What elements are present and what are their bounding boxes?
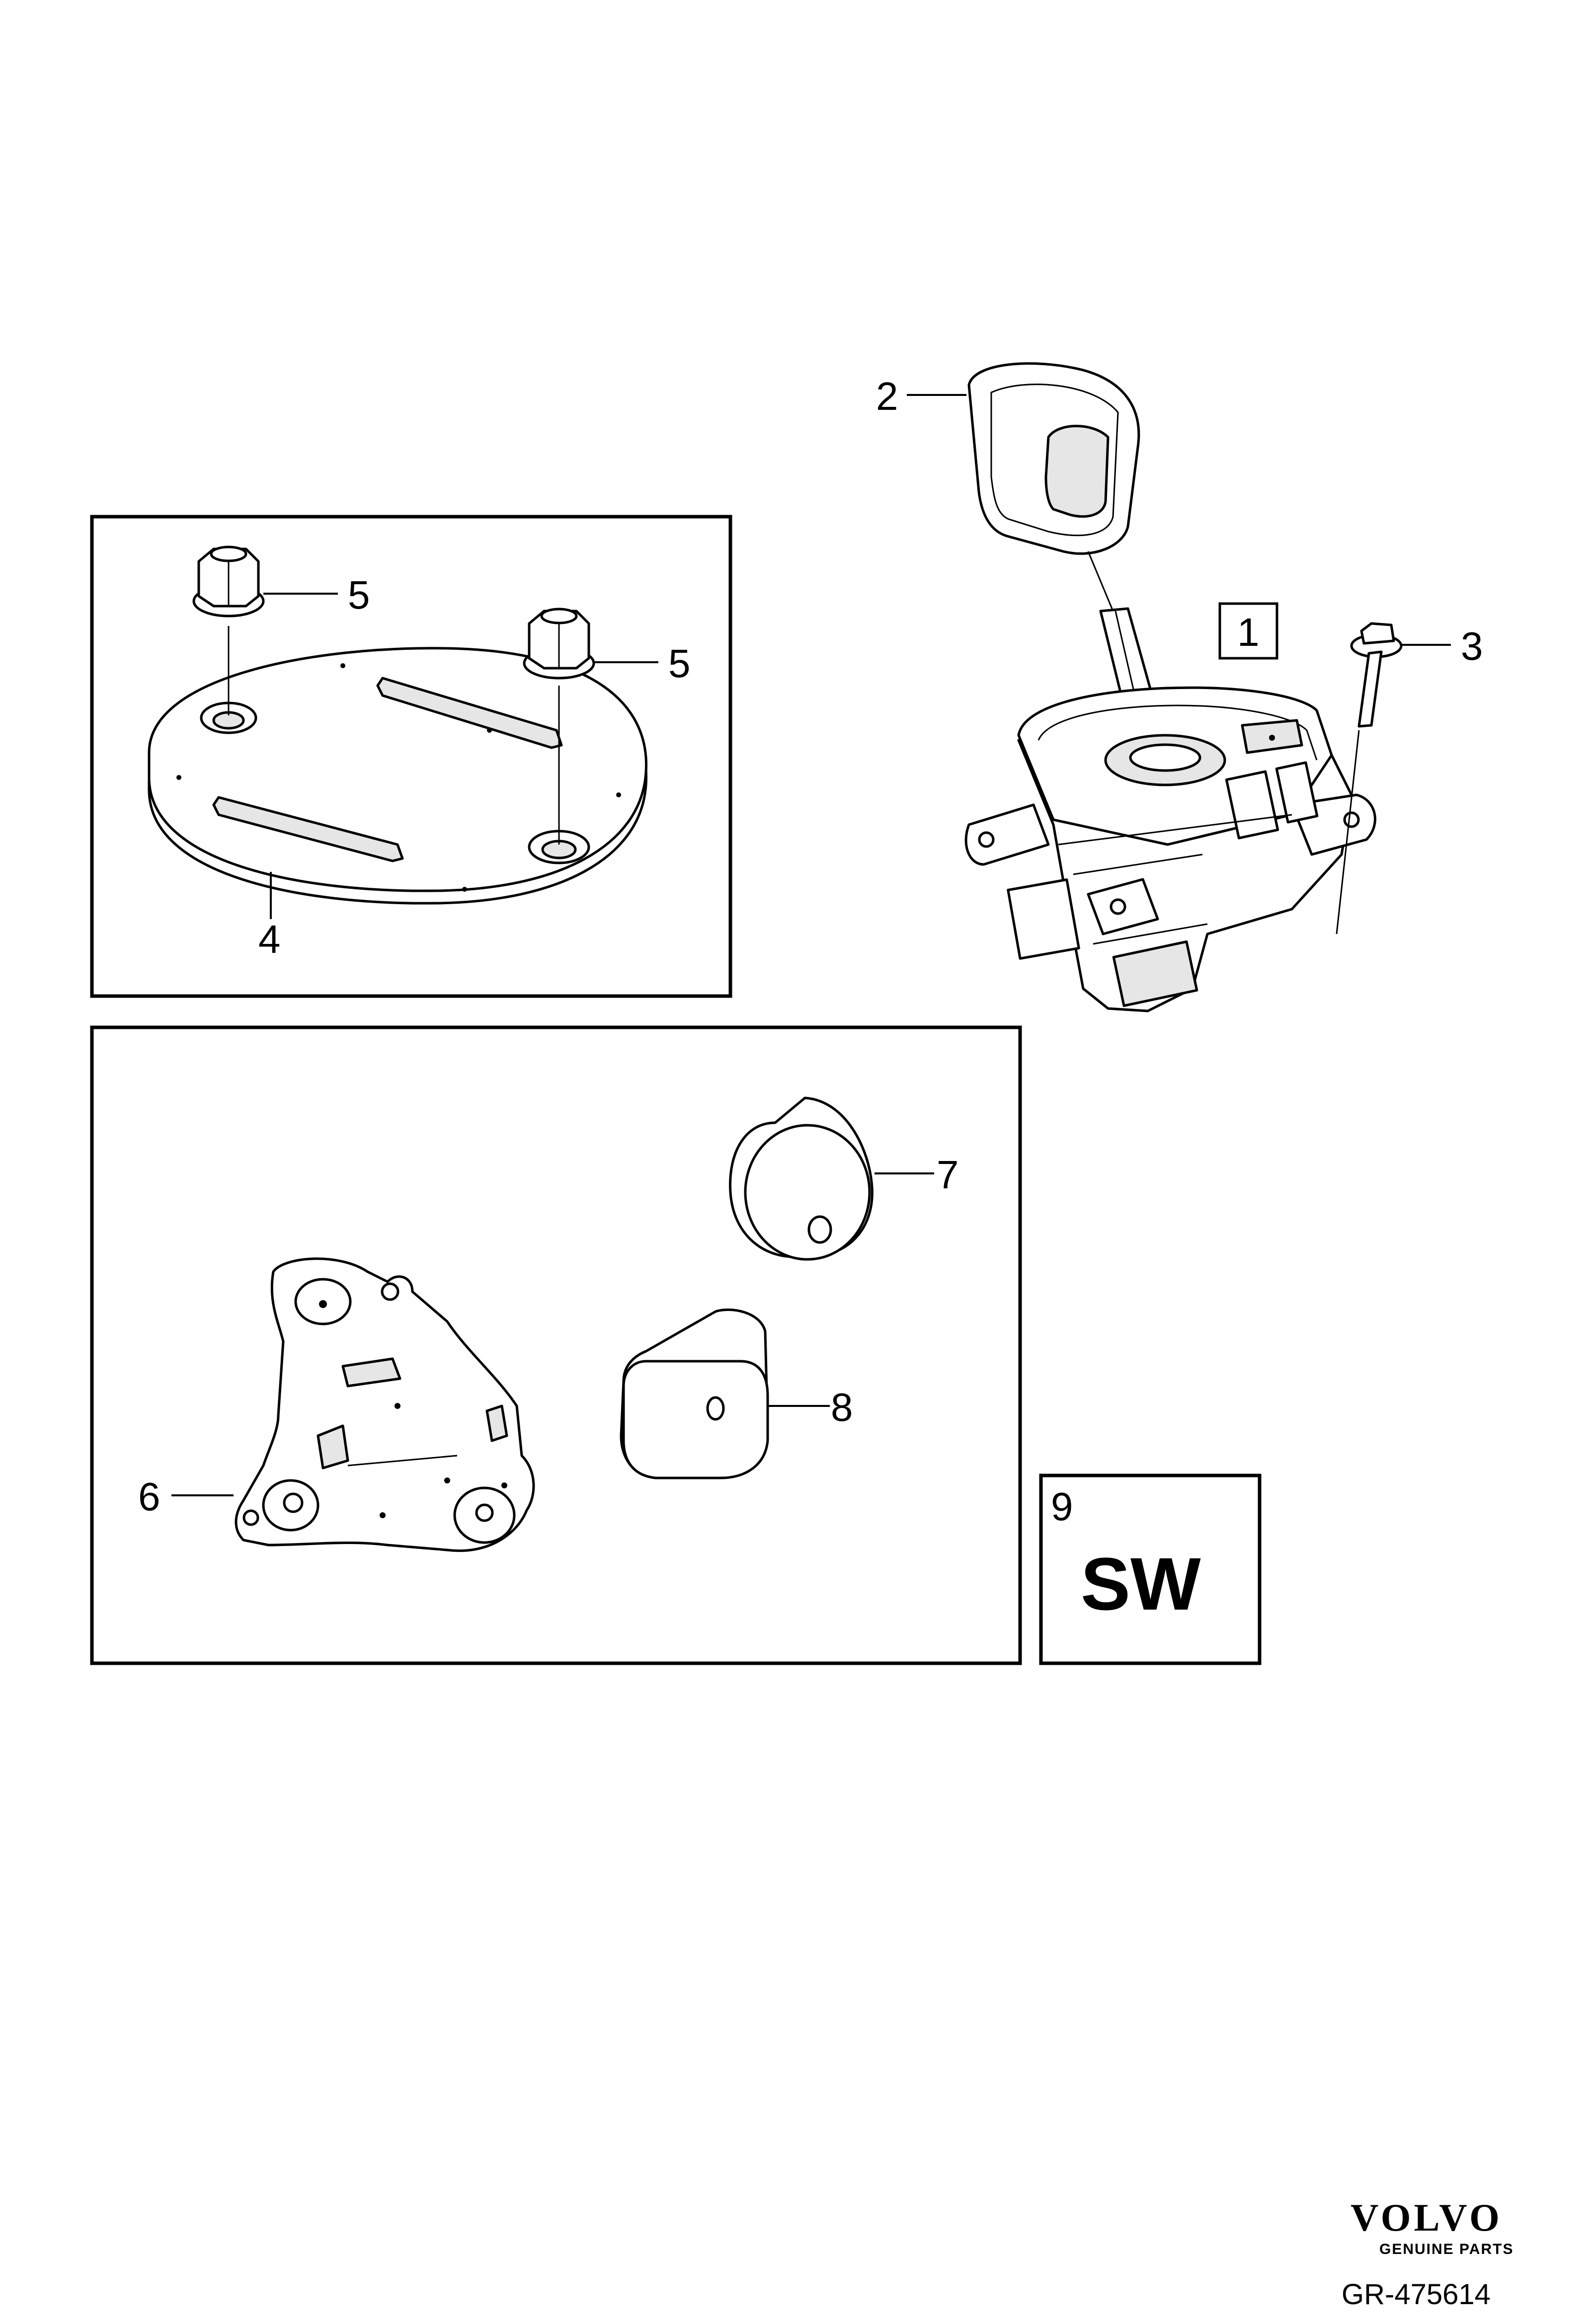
flange-nut-upper-right (523, 608, 595, 680)
callout-4: 4 (258, 917, 281, 961)
callout-3: 3 (1461, 624, 1483, 668)
cover-plate-illustration (148, 626, 648, 905)
callout-1: 1 (1237, 610, 1260, 654)
damper-block-illustration (620, 1308, 769, 1479)
callout-6: 6 (138, 1474, 160, 1519)
bracket-box (90, 1025, 1022, 1665)
cover-plate-box (90, 515, 732, 998)
flange-nut-upper-left (192, 545, 265, 618)
gear-selector-illustration (964, 607, 1376, 1012)
bracket-illustration (235, 1257, 535, 1552)
callout-9: 9 (1051, 1484, 1073, 1529)
software-box (1039, 1473, 1262, 1665)
gear-knob-illustration (967, 362, 1140, 612)
brand-logo: VOLVO (1351, 2196, 1503, 2239)
software-label: SW (1081, 1542, 1201, 1626)
bolt-illustration (1336, 622, 1403, 934)
callout-8: 8 (831, 1385, 853, 1429)
reference-number: GR-475614 (1342, 2278, 1491, 2311)
callout-7: 7 (937, 1153, 959, 1197)
callout-5-upper: 5 (348, 573, 370, 617)
callout-2: 2 (876, 374, 898, 418)
damper-cylinder-illustration (729, 1096, 874, 1261)
callout-1-box (1218, 602, 1278, 660)
callout-5-lower: 5 (668, 641, 691, 686)
brand-tagline: GENUINE PARTS (1379, 2241, 1513, 2257)
